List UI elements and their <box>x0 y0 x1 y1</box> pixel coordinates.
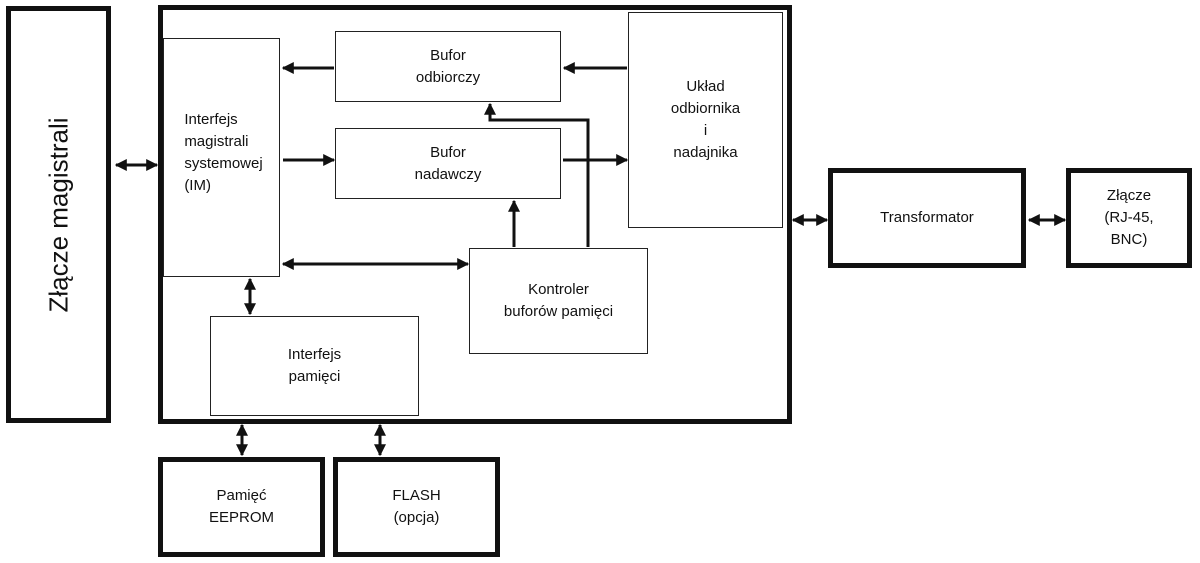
memory-interface-block: Interfejs pamięci <box>210 316 419 416</box>
buffer-controller-label: Kontroler buforów pamięci <box>503 281 614 320</box>
eeprom-label: Pamięć EEPROM <box>208 487 274 526</box>
system-bus-interface-block: Interfejs magistrali systemowej (IM) <box>163 38 280 277</box>
bus-connector-label: Złącze magistrali <box>43 116 74 313</box>
receive-buffer-label: Bufor odbiorczy <box>415 46 481 86</box>
connector-label: Złącze (RJ-45, BNC) <box>1104 187 1154 248</box>
memory-interface-label: Interfejs pamięci <box>287 346 342 385</box>
connector-block: Złącze (RJ-45, BNC) <box>1066 168 1192 268</box>
transformer-label: Transformator <box>880 209 974 226</box>
transmit-buffer-block: Bufor nadawczy <box>335 128 561 199</box>
receive-buffer-block: Bufor odbiorczy <box>335 31 561 102</box>
bus-connector-block: Złącze magistrali <box>6 6 111 423</box>
transmit-buffer-label: Bufor nadawczy <box>414 143 482 183</box>
flash-block: FLASH (opcja) <box>333 457 500 557</box>
buffer-controller-block: Kontroler buforów pamięci <box>469 248 648 354</box>
transceiver-label: Układ odbiornika i nadajnika <box>670 78 741 161</box>
flash-label: FLASH (opcja) <box>392 487 441 526</box>
transceiver-block: Układ odbiornika i nadajnika <box>628 12 783 228</box>
transformer-block: Transformator <box>828 168 1026 268</box>
arrow-controller-to-receive <box>484 102 590 247</box>
system-bus-interface-label: Interfejs magistrali systemowej (IM) <box>184 111 263 194</box>
network-card-frame <box>158 5 792 424</box>
eeprom-block: Pamięć EEPROM <box>158 457 325 557</box>
